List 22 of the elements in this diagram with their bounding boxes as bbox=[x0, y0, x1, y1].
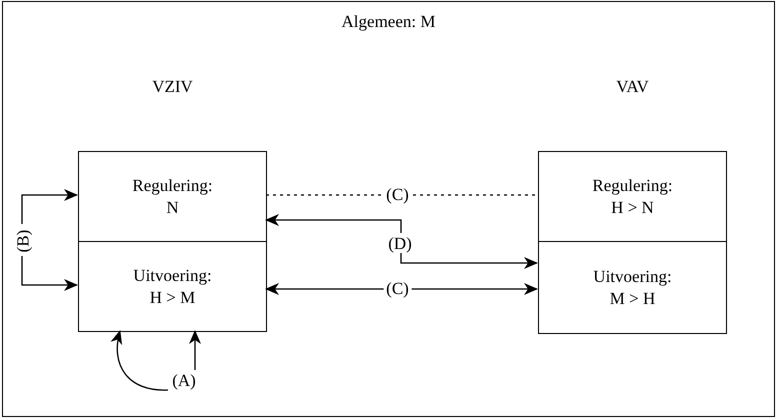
process-box bbox=[78, 241, 267, 332]
process-box bbox=[78, 151, 267, 242]
process-box bbox=[538, 151, 727, 242]
arrow bbox=[189, 330, 201, 370]
arrow bbox=[265, 283, 538, 295]
edge-label: (C) bbox=[383, 279, 412, 299]
box-text: Uitvoering: H > M bbox=[132, 265, 213, 308]
arrow bbox=[21, 256, 78, 291]
arrow bbox=[400, 253, 538, 269]
box-text: Regulering: H > N bbox=[591, 175, 674, 218]
reference-label: (A) bbox=[172, 371, 196, 391]
box-text: Uitvoering: M > H bbox=[592, 266, 673, 309]
process-box bbox=[538, 241, 727, 334]
arrow bbox=[111, 330, 168, 391]
frame-heading: Algemeen: M bbox=[342, 12, 436, 32]
reference-label: (D) bbox=[388, 234, 412, 254]
arrow bbox=[265, 214, 402, 233]
box-text: Regulering: N bbox=[131, 175, 214, 218]
arrow bbox=[21, 189, 78, 224]
group-heading: VZIV bbox=[152, 77, 193, 97]
group-heading: VAV bbox=[616, 77, 649, 97]
edge-label: (C) bbox=[383, 185, 412, 205]
